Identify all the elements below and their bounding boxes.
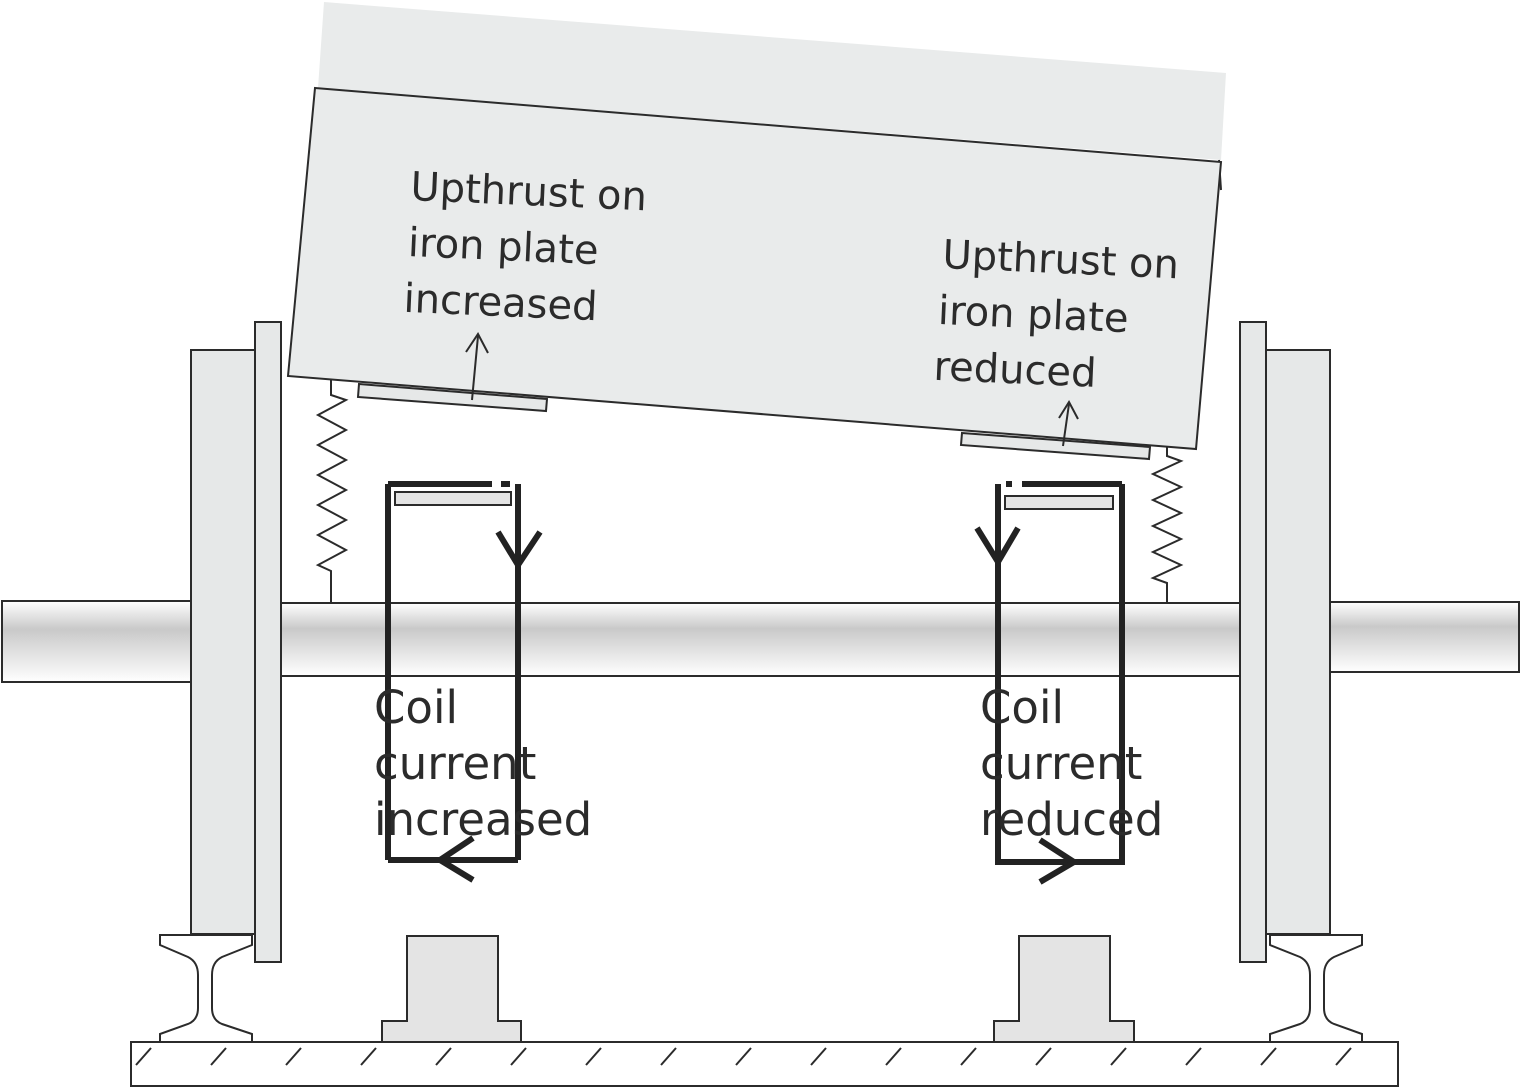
right-iron-plate xyxy=(959,431,1152,461)
left-guideway-magnet xyxy=(381,935,522,1043)
right-guideway-magnet xyxy=(993,935,1135,1043)
left-wheel xyxy=(190,349,256,935)
right-upthrust-line-1: Upthrust on xyxy=(942,232,1180,288)
right-rail xyxy=(1269,934,1363,1043)
vehicle-body-back xyxy=(318,2,1226,160)
left-upthrust-arrow xyxy=(465,332,489,401)
left-upthrust-line-2: iron plate xyxy=(407,220,599,274)
right-coil-label: Coil current reduced xyxy=(980,681,1163,846)
left-coil-line-2: current xyxy=(374,737,536,790)
right-spring xyxy=(1150,446,1184,603)
left-upthrust-label: Upthrust on iron plate increased xyxy=(403,164,661,333)
right-coil-right-arrow xyxy=(1038,837,1080,885)
ground-base xyxy=(130,1041,1399,1087)
left-wheel-flange xyxy=(254,321,282,963)
left-spring xyxy=(315,372,349,603)
left-coil-circuit xyxy=(385,481,543,883)
right-upthrust-label: Upthrust on iron plate reduced xyxy=(933,232,1193,401)
right-coil-down-arrow xyxy=(974,526,1021,568)
left-iron-plate xyxy=(356,382,549,413)
right-wheel-flange xyxy=(1239,321,1267,963)
axle-left-stub xyxy=(1,600,195,683)
left-upthrust-line-3: increased xyxy=(403,276,599,330)
right-coil-line-3: reduced xyxy=(980,793,1163,846)
axle-center xyxy=(279,602,1243,677)
right-coil-circuit xyxy=(974,481,1125,885)
left-coil-label: Coil current increased xyxy=(374,681,592,846)
axle-right-stub xyxy=(1327,601,1520,673)
left-coil-line-3: increased xyxy=(374,793,592,846)
right-upthrust-line-2: iron plate xyxy=(937,288,1129,342)
left-coil-magnet xyxy=(394,491,512,506)
vehicle-body xyxy=(286,86,1223,451)
right-wheel xyxy=(1265,349,1331,935)
right-upthrust-line-3: reduced xyxy=(933,344,1098,397)
left-coil-left-arrow xyxy=(434,835,475,883)
left-upthrust-line-1: Upthrust on xyxy=(410,164,648,220)
right-coil-line-2: current xyxy=(980,737,1142,790)
left-coil-line-1: Coil xyxy=(374,681,458,734)
right-upthrust-arrow xyxy=(1058,399,1079,447)
right-coil-line-1: Coil xyxy=(980,681,1064,734)
left-coil-down-arrow xyxy=(495,530,543,571)
ground-hatching xyxy=(135,1047,1352,1066)
left-rail xyxy=(159,934,253,1043)
right-coil-magnet xyxy=(1004,495,1114,510)
